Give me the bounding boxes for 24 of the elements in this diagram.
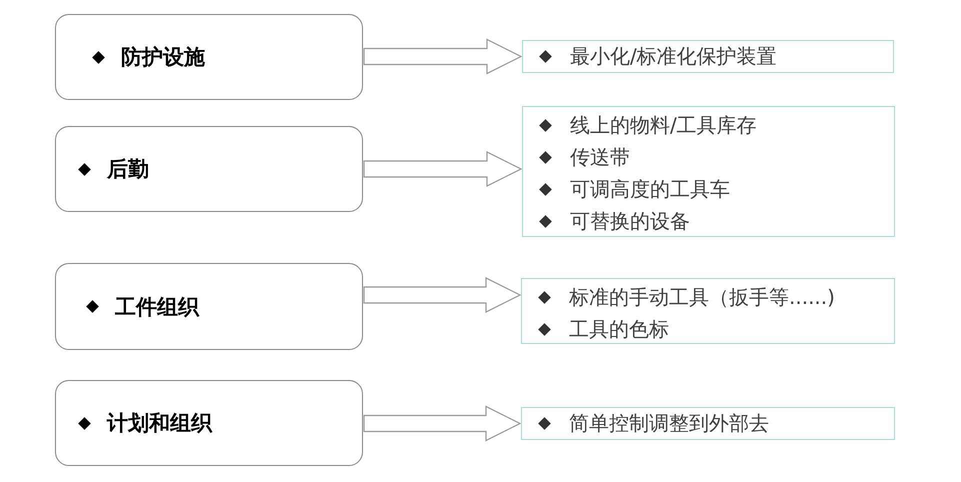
block-arrow [363, 38, 522, 74]
list-item: 工具的色标 [569, 316, 669, 342]
list-box [522, 40, 894, 73]
list-item: 简单控制调整到外部去 [569, 410, 769, 436]
category-box [55, 263, 363, 350]
category-label: 工件组织 [115, 294, 199, 320]
list-item: 标准的手动工具（扳手等......) [569, 284, 835, 310]
category-box [55, 14, 363, 100]
list-item: 最小化/标准化保护装置 [570, 42, 777, 70]
category-label: 计划和组织 [107, 410, 212, 437]
list-box [522, 106, 895, 237]
category-label: 防护设施 [121, 44, 205, 71]
list-item: 可替换的设备 [570, 208, 690, 234]
block-arrow [363, 406, 522, 442]
block-arrow [363, 277, 522, 313]
list-item: 传送带 [570, 144, 630, 170]
block-arrow [363, 151, 522, 187]
category-box [55, 126, 363, 212]
category-label: 后勤 [107, 156, 149, 183]
list-item: 可调高度的工具车 [570, 176, 730, 202]
category-box [55, 380, 363, 466]
list-box [521, 407, 895, 440]
list-item: 线上的物料/工具库存 [570, 112, 757, 138]
list-box [521, 278, 895, 344]
